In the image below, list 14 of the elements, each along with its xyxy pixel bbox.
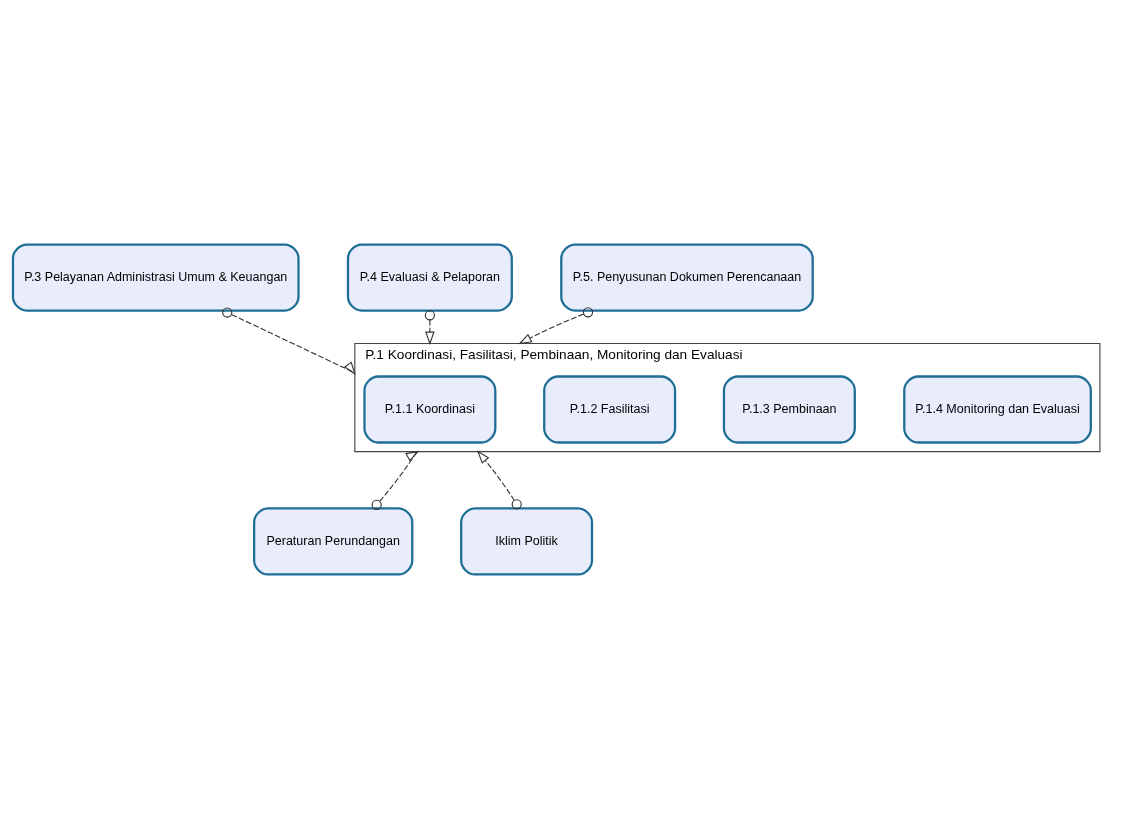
node-box: P.1.3 Pembinaan [722, 375, 856, 444]
node-box: P.1.2 Fasilitasi [543, 375, 677, 444]
node-box: P.1.4 Monitoring dan Evaluasi [903, 375, 1092, 444]
node-box: Iklim Politik [460, 507, 594, 576]
arrow [222, 307, 356, 376]
arrow [518, 307, 594, 345]
arrow [476, 450, 522, 510]
node-box: P.3 Pelayanan Administrasi Umum & Keuangan [11, 243, 300, 312]
arrow [371, 450, 420, 510]
node-box: Peraturan Perundangan [253, 507, 414, 576]
node-box: P.5. Penyusunan Dokumen Perencanaan [560, 243, 814, 312]
node-box: P.4 Evaluasi & Pelaporan [346, 243, 513, 312]
node-box: P.1.1 Koordinasi [363, 375, 497, 444]
arrow [424, 310, 435, 346]
